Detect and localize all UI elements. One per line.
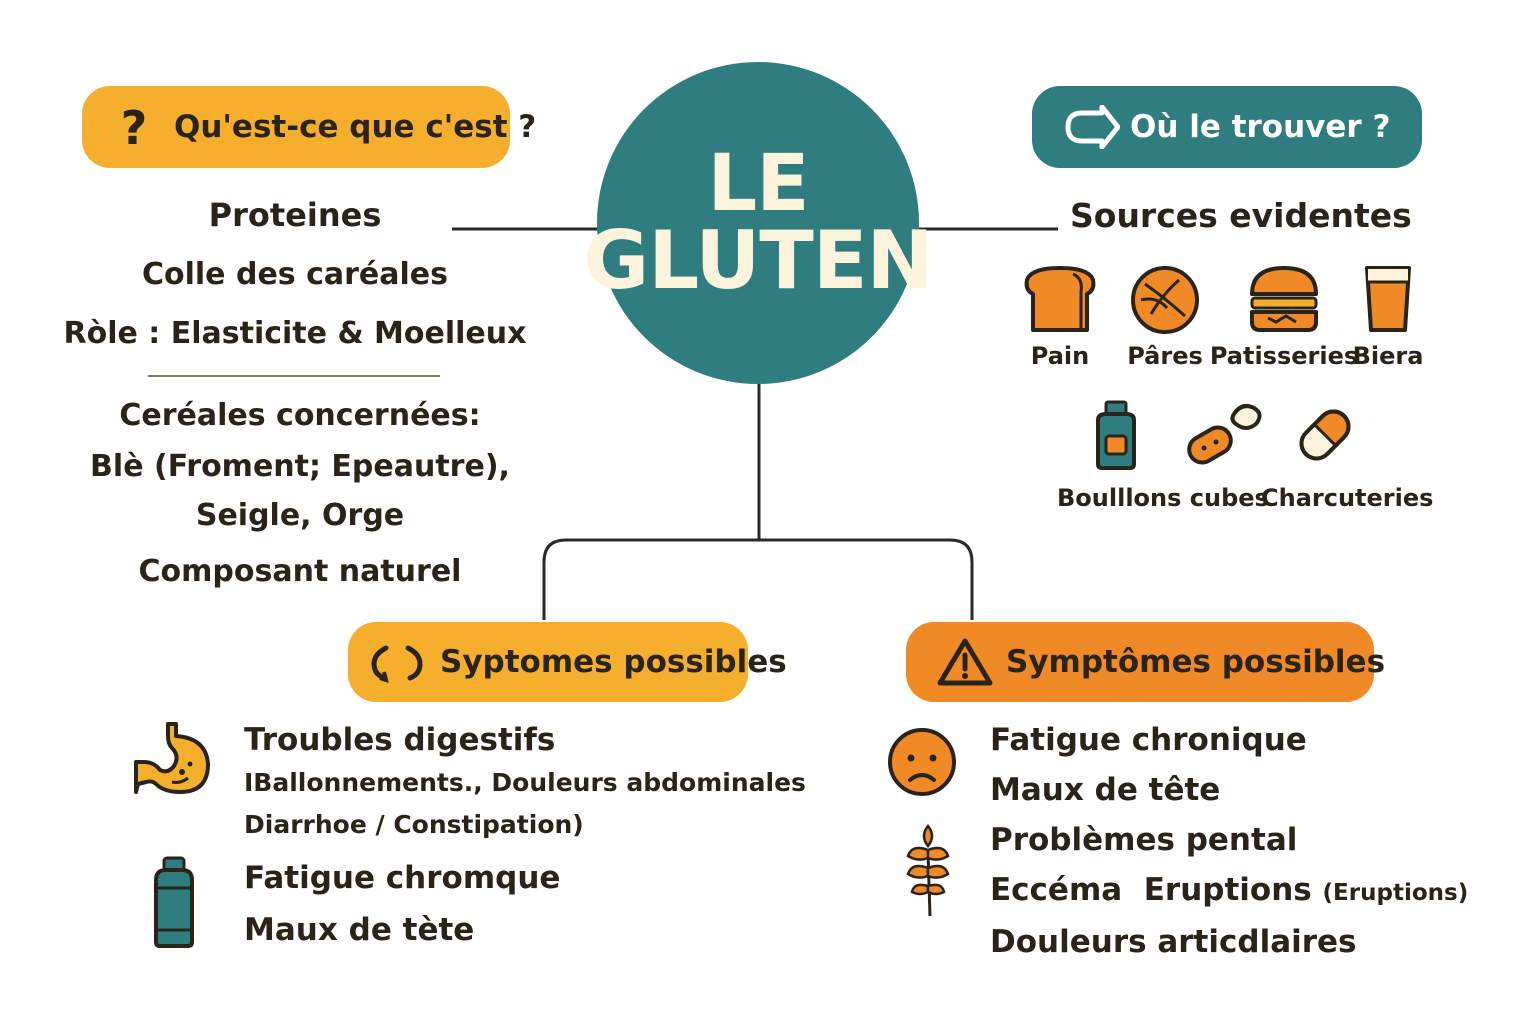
source-label-pasta: Pâres xyxy=(1127,342,1203,370)
bottle-icon-wrap xyxy=(150,856,198,954)
symptom-left-line3: Diarrhoe / Constipation) xyxy=(244,810,584,839)
symptom-right-line4-small: (Eruptions) xyxy=(1322,880,1469,906)
sausage-icon-wrap xyxy=(1184,400,1264,474)
source-item-pastry: Patisseries xyxy=(1210,264,1358,370)
capsule-icon-wrap xyxy=(1292,400,1358,474)
source-label-pastry: Patisseries xyxy=(1209,342,1359,370)
where-header: Où le trouver ? xyxy=(1032,86,1422,168)
natural-component: Composant naturel xyxy=(138,554,462,589)
what-item-role: Ròle : Elasticite & Moelleux xyxy=(63,316,527,351)
symptoms-left-header: Syptomes possibles xyxy=(348,622,787,702)
symptom-left-line1: Troubles digestifs xyxy=(244,722,556,758)
symptom-right-line3: Problèmes pental xyxy=(990,822,1298,858)
symptom-left-line5: Maux de tète xyxy=(244,912,475,948)
symptom-right-line2: Maux de tête xyxy=(990,772,1221,808)
what-item-glue: Colle des caréales xyxy=(141,257,448,292)
symptoms-right-header: Symptômes possibles xyxy=(906,622,1385,702)
symptoms-right-header-label: Symptômes possibles xyxy=(1006,644,1386,680)
symptom-left-line2: IBallonnements., Douleurs abdominales xyxy=(244,768,806,797)
center-title-line1: LE xyxy=(707,138,810,229)
sources-title: Sources evidentes xyxy=(1070,196,1412,235)
symptoms-left-header-label: Syptomes possibles xyxy=(440,644,787,680)
source-item-pasta: Pâres xyxy=(1115,264,1215,370)
symptom-right-line1: Fatigue chronique xyxy=(990,722,1307,758)
symptom-right-line5: Douleurs articdlaires xyxy=(990,924,1357,960)
sad-face-icon-wrap xyxy=(886,726,958,802)
source-label-charcuterie: Charcuteries xyxy=(1261,484,1434,512)
cereals-line2: Seigle, Orge xyxy=(195,498,405,533)
stomach-icon-wrap xyxy=(132,722,214,802)
arrow-loop-icon xyxy=(1062,105,1120,149)
source-label-stock-cubes: Boulllons cubes xyxy=(1057,484,1269,512)
what-header-label: Qu'est-ce que c'est ? xyxy=(174,109,537,145)
bottle-icon xyxy=(154,856,194,948)
sausage-icon xyxy=(1187,404,1262,465)
where-header-label: Où le trouver ? xyxy=(1130,109,1391,145)
symptom-left-line4: Fatigue chromque xyxy=(244,860,561,896)
source-label-beer: Biera xyxy=(1352,342,1424,370)
center-circle: LE GLUTEN xyxy=(584,62,933,384)
cereals-line1: Blè (Froment; Epeautre), xyxy=(90,449,510,484)
stock-jar-icon-wrap xyxy=(1090,400,1142,474)
source-item-beer: Biera xyxy=(1350,264,1426,370)
wheat-icon-wrap xyxy=(900,822,956,922)
source-label-bread: Pain xyxy=(1030,342,1090,370)
connector-branch xyxy=(542,538,974,620)
what-item-proteins: Proteines xyxy=(208,196,382,234)
wheat-icon xyxy=(906,823,950,917)
cereals-title: Ceréales concernées: xyxy=(119,398,481,433)
capsule-icon xyxy=(1299,409,1351,461)
symptom-right-line4-main: Eccéma Eruptions xyxy=(990,872,1312,908)
beer-glass-icon xyxy=(1365,266,1411,332)
question-mark-icon: ? xyxy=(116,102,152,152)
stomach-icon xyxy=(134,722,210,794)
refresh-icon xyxy=(370,640,424,684)
svg-text:?: ? xyxy=(121,102,148,152)
center-title-line2: GLUTEN xyxy=(583,214,934,308)
bread-icon xyxy=(1024,266,1096,332)
pasta-ball-icon xyxy=(1131,266,1199,334)
warning-icon xyxy=(936,637,994,687)
what-header: ? Qu'est-ce que c'est ? xyxy=(82,86,536,168)
stock-jar-icon xyxy=(1096,400,1136,470)
source-item-bread: Pain xyxy=(1010,264,1110,370)
sad-face-icon xyxy=(888,728,956,796)
burger-pastry-icon xyxy=(1250,266,1318,332)
symptom-right-line4: Eccéma Eruptions (Eruptions) xyxy=(990,872,1468,908)
